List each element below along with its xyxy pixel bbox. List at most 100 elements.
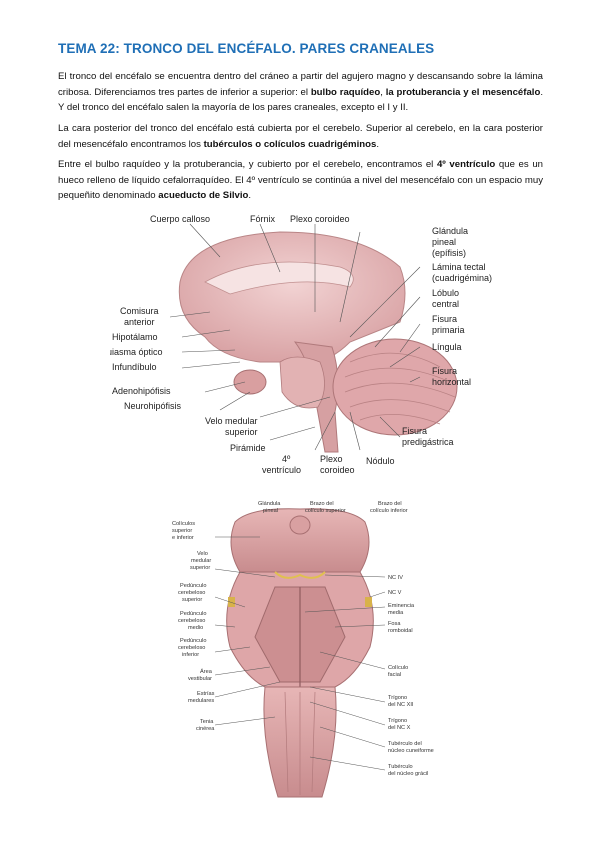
bold-term: 4º ventrículo [436, 159, 496, 170]
label-fisura-horizontal: horizontal [432, 377, 471, 387]
label-hipotalamo: Hipotálamo [112, 332, 158, 342]
bold-term: tubérculos o colículos cuadrigéminos [203, 138, 377, 150]
label-trigono-nc-xii: Trígono [388, 695, 407, 701]
bold-term: acueducto de Silvio [158, 190, 249, 201]
label-fisura-primaria: primaria [432, 325, 465, 335]
label-lamina-tectal: Lámina tectal [432, 262, 486, 272]
label-nc-v: NC V [388, 590, 402, 596]
label-trigono-nc-x: Trígono [388, 718, 407, 724]
page-title: TEMA 22: TRONCO DEL ENCÉFALO. PARES CRAN… [58, 41, 435, 56]
label-tuberculo-cuneiforme: Tubérculo del [388, 741, 422, 747]
label-pedunculo-superior: superior [182, 597, 202, 603]
label-area-vestibular: Área [200, 668, 213, 675]
text-run: . Y del tronco del encéfalo salen la may… [58, 86, 543, 114]
bold-term: la protuberancia [385, 86, 461, 98]
bold-term: y el [460, 86, 483, 98]
medulla-lines [284, 691, 316, 795]
label-pedunculo-medio: Pedúnculo [180, 611, 206, 617]
label-coliculo-facial: facial [388, 672, 401, 678]
bold-term: mesencéfalo [482, 86, 541, 98]
label-cuarto-ventriculo: ventrículo [262, 465, 301, 475]
cerebrum-shape [178, 231, 406, 363]
paragraph-intro: El tronco del encéfalo se encuentra dent… [58, 69, 543, 116]
label-brazo-coliculo-superior: Brazo del [310, 501, 334, 507]
label-quiasma-optico: Quiasma óptico [110, 347, 163, 357]
label-glandula-pineal: pineal [432, 237, 456, 247]
text-run: La cara posterior del tronco del encéfal… [58, 123, 543, 150]
label-lobulo-central: central [432, 299, 459, 309]
label-cuerpo-calloso: Cuerpo calloso [150, 214, 210, 224]
label-nc-iv: NC IV [388, 575, 403, 581]
label-fosa-romboidal: romboidal [388, 628, 413, 634]
label-estrias-medulares: medulares [188, 698, 214, 704]
label-glandula-pineal: pineal [263, 508, 278, 514]
label-neurohipofisis: Neurohipófisis [124, 401, 182, 411]
label-glandula-pineal: Glándula [258, 501, 281, 507]
label-coliculos: superior [172, 528, 192, 534]
label-velo-medular: medular [191, 558, 211, 564]
label-eminencia-media: media [388, 610, 404, 616]
pituitary-shape [233, 369, 267, 395]
text-run: . [248, 190, 252, 201]
label-coliculo-facial: Colículo [388, 665, 408, 671]
label-fisura-predigastrica: predigástrica [402, 437, 454, 447]
label-pedunculo-inferior: cerebeloso [178, 645, 205, 651]
text-run: Entre el bulbo raquídeo y la protuberanc… [58, 159, 437, 170]
label-tuberculo-gracil: Tubérculo [388, 764, 413, 770]
label-velo-medular: Velo medular [205, 416, 258, 426]
label-comisura-anterior: Comisura [120, 306, 159, 316]
label-velo-medular: superior [190, 565, 210, 571]
pineal-shape [289, 515, 311, 535]
bold-term: bulbo raquídeo [310, 86, 381, 98]
nerve-iv-shape [274, 571, 326, 579]
label-coliculos: e inferior [172, 535, 194, 541]
corpus-callosum-shape [204, 261, 354, 295]
label-estrias-medulares: Estrías [197, 691, 215, 697]
label-trigono-nc-x: del NC X [388, 725, 411, 731]
nerve-v-left-shape [228, 597, 235, 607]
label-area-vestibular: vestibular [188, 676, 212, 682]
label-brazo-coliculo-inferior: colículo inferior [370, 508, 408, 514]
label-cuarto-ventriculo: 4º [282, 454, 291, 464]
label-fornix: Fórnix [250, 214, 276, 224]
label-velo-medular: superior [225, 427, 258, 437]
cerebellum-folia [344, 352, 456, 425]
label-lamina-tectal: (cuadrigémina) [432, 273, 492, 283]
label-fisura-primaria: Fisura [432, 314, 457, 324]
text-run: . [376, 138, 379, 150]
label-lobulo-central: Lóbulo [432, 288, 459, 298]
label-fisura-predigastrica: Fisura [402, 426, 427, 436]
cerebellum-shape [332, 338, 458, 436]
label-plexo-coroideo-bottom: coroideo [320, 465, 355, 475]
label-pedunculo-medio: cerebeloso [178, 618, 205, 624]
label-piramide: Pirámide [230, 443, 266, 453]
paragraph-cerebelo: La cara posterior del tronco del encéfal… [58, 121, 543, 152]
leader-lines [214, 536, 386, 771]
leader-lines [169, 223, 421, 451]
label-infundibulo: Infundíbulo [112, 362, 157, 372]
label-adenohipofisis: Adenohipófisis [112, 386, 171, 396]
label-glandula-pineal: (epífisis) [432, 248, 466, 258]
label-pedunculo-inferior: Pedúnculo [180, 638, 206, 644]
label-coliculos: Colículos [172, 521, 195, 527]
label-fisura-horizontal: Fisura [432, 366, 457, 376]
label-glandula-pineal: Glándula [432, 226, 468, 236]
label-fosa-romboidal: Fosa [388, 621, 401, 627]
label-trigono-nc-xii: del NC XII [388, 702, 414, 708]
text-run: , [380, 86, 386, 98]
label-eminencia-media: Eminencia [388, 603, 415, 609]
label-plexo-coroideo-bottom: Plexo [320, 454, 343, 464]
label-pedunculo-superior: cerebeloso [178, 590, 205, 596]
label-lingula: Língula [432, 342, 462, 352]
label-tuberculo-gracil: del núcleo grácil [388, 771, 428, 777]
label-velo-medular: Velo [197, 551, 208, 557]
label-pedunculo-superior: Pedúnculo [180, 583, 206, 589]
label-tuberculo-cuneiforme: núcleo cuneiforme [388, 748, 434, 754]
figure-sagittal-brainstem: Cuerpo calloso Fórnix Plexo coroideo Glá… [110, 214, 492, 475]
pons-shape [279, 356, 325, 409]
label-plexo-coroideo-top: Plexo coroideo [290, 214, 350, 224]
label-tenia-cinerea: cinérea [196, 726, 215, 732]
label-pedunculo-inferior: inferior [182, 652, 199, 658]
label-brazo-coliculo-superior: colículo superior [305, 508, 346, 514]
nerve-v-right-shape [365, 597, 372, 607]
